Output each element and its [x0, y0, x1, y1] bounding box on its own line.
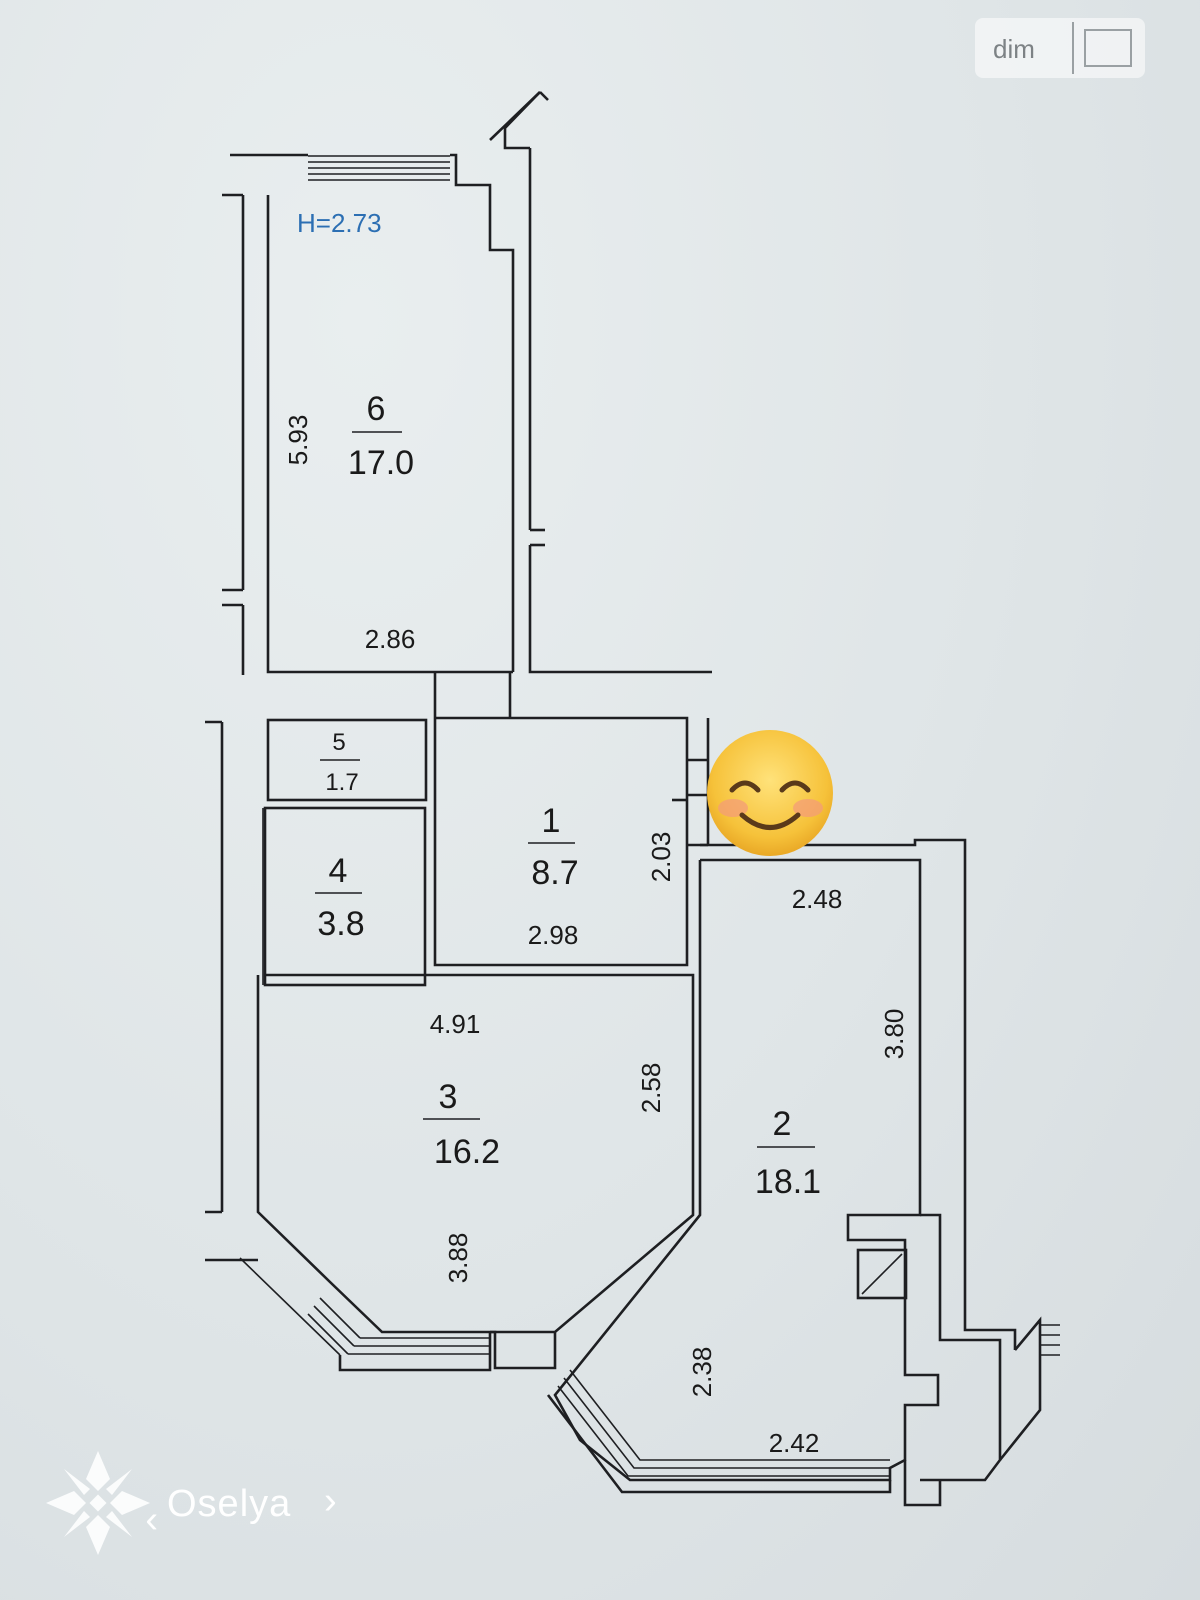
room-4-number: 4 [329, 852, 348, 890]
room-2-number: 2 [773, 1105, 792, 1143]
room-3-area: 16.2 [434, 1133, 500, 1171]
watermark-text: dim [993, 34, 1035, 64]
room-5-walls [266, 718, 428, 802]
ceiling-height-label: H=2.73 [297, 208, 382, 238]
room-4-area: 3.8 [317, 905, 364, 943]
room-3-right-dim: 2.58 [636, 1063, 666, 1114]
room-6-number: 6 [367, 390, 386, 428]
room-1-walls [433, 716, 689, 967]
oselya-logo-icon [46, 1451, 150, 1555]
room-4-walls [263, 806, 427, 987]
room-2-walls [553, 858, 940, 1482]
room-3-number: 3 [439, 1078, 458, 1116]
room-1-length-dim: 2.03 [646, 832, 676, 883]
room-2-top-dim: 2.48 [792, 884, 843, 914]
room-6-area: 17.0 [348, 444, 414, 482]
room-2-right-dim: 3.80 [879, 1009, 909, 1060]
room-1-number: 1 [542, 802, 561, 840]
room-6-walls [222, 91, 712, 675]
room-5-number: 5 [332, 729, 345, 756]
smiling-face-icon [707, 730, 833, 856]
bay-window-room-2 [546, 1369, 892, 1494]
balcony-window-top [308, 155, 450, 181]
ventilation-shaft [856, 1248, 908, 1300]
oselya-chevron-left: › [144, 1503, 158, 1545]
room-2-bottom-dim: 2.42 [769, 1428, 820, 1458]
side-window-room-2 [998, 1316, 1060, 1461]
room-6-length-dim: 5.93 [283, 415, 313, 466]
room-2-area: 18.1 [755, 1163, 821, 1201]
oselya-chevron-right: › [324, 1480, 338, 1522]
bay-window-room-3 [239, 1211, 557, 1372]
room-6-width-dim: 2.86 [365, 624, 416, 654]
room-2-left-dim: 2.38 [687, 1347, 717, 1398]
room-1-area: 8.7 [531, 854, 578, 892]
watermark: dim [975, 18, 1145, 78]
room-5-area: 1.7 [325, 769, 358, 796]
oselya-brand-name: Oselya [167, 1483, 291, 1525]
room-3-bottom-dim: 3.88 [443, 1233, 473, 1284]
room-1-width-dim: 2.98 [528, 920, 579, 950]
room-3-top-dim: 4.91 [430, 1009, 481, 1039]
